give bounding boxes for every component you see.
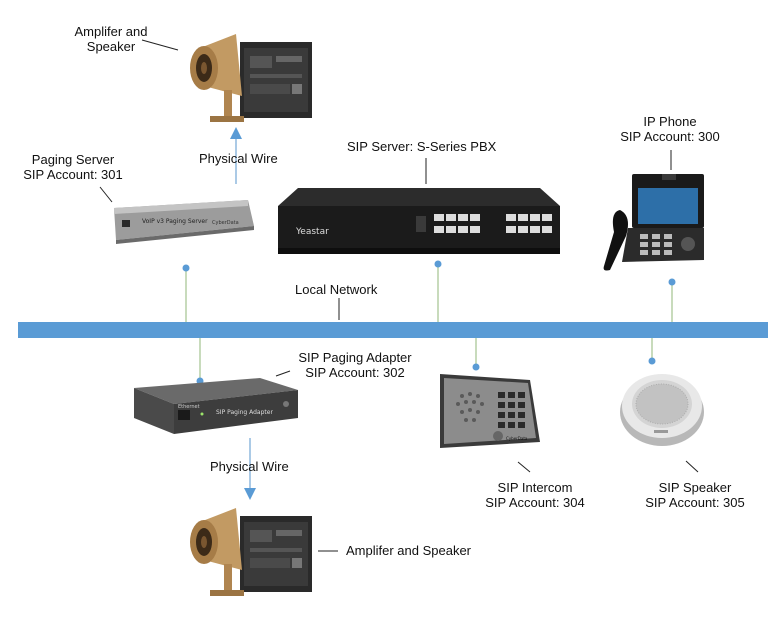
sip-speaker-icon xyxy=(620,374,704,446)
ip-phone-label: IP Phone SIP Account: 300 xyxy=(610,114,730,144)
paging-server-icon: VoIP v3 Paging Server CyberData xyxy=(114,200,254,244)
local-network-label: Local Network xyxy=(295,282,378,297)
intercom-account: SIP Account: 304 xyxy=(485,495,585,510)
speaker-node xyxy=(648,357,656,365)
sip-intercom-icon: CyberData xyxy=(440,374,540,448)
amplifier-speaker-bottom-icon xyxy=(190,508,312,596)
paging-adapter-account: SIP Account: 302 xyxy=(305,365,405,380)
intercom-brand-text: CyberData xyxy=(506,436,528,441)
paging-adapter-face-text: SIP Paging Adapter xyxy=(216,409,273,416)
paging-server-node xyxy=(182,264,190,272)
paging-server-face-text: VoIP v3 Paging Server xyxy=(142,218,208,225)
speaker-pointer xyxy=(685,460,699,473)
paging-server-pointer xyxy=(99,186,113,203)
ip-phone-account: SIP Account: 300 xyxy=(620,129,720,144)
sip-speaker-label: SIP Speaker SIP Account: 305 xyxy=(636,480,754,510)
local-network-bar xyxy=(18,322,768,338)
amplifier-speaker-top-label: Amplifer and Speaker xyxy=(70,24,152,54)
paging-adapter-icon: Ethernet SIP Paging Adapter xyxy=(134,378,298,434)
paging-adapter-label: SIP Paging Adapter SIP Account: 302 xyxy=(290,350,420,380)
paging-server-label: Paging Server SIP Account: 301 xyxy=(14,152,132,182)
speaker-name: SIP Speaker xyxy=(658,480,732,495)
phone-node xyxy=(668,278,676,286)
physical-wire-top-label: Physical Wire xyxy=(199,151,278,166)
pbx-node xyxy=(434,260,442,268)
paging-adapter-name: SIP Paging Adapter xyxy=(298,350,412,365)
ip-phone-name: IP Phone xyxy=(643,114,697,129)
ip-phone-icon xyxy=(603,174,704,271)
paging-server-name: Paging Server xyxy=(31,152,115,167)
sip-intercom-label: SIP Intercom SIP Account: 304 xyxy=(476,480,594,510)
adapter-pointer xyxy=(275,370,291,377)
intercom-pointer xyxy=(517,461,531,473)
amp-top-line-1: Amplifer and xyxy=(74,24,148,39)
paging-server-brand-text: CyberData xyxy=(212,220,239,226)
paging-adapter-port-text: Ethernet xyxy=(178,404,200,410)
pbx-server-icon: Yeastar xyxy=(278,188,560,254)
intercom-name: SIP Intercom xyxy=(497,480,573,495)
speaker-account: SIP Account: 305 xyxy=(645,495,745,510)
physical-wire-bottom-label: Physical Wire xyxy=(210,459,289,474)
amp-top-pointer xyxy=(141,39,179,51)
amplifier-speaker-top-icon xyxy=(190,34,312,122)
pbx-brand-text: Yeastar xyxy=(295,227,329,237)
amplifier-speaker-bottom-label: Amplifer and Speaker xyxy=(346,543,472,558)
paging-server-account: SIP Account: 301 xyxy=(23,167,123,182)
amp-top-line-2: Speaker xyxy=(86,39,136,54)
intercom-node xyxy=(472,363,480,371)
sip-server-label: SIP Server: S-Series PBX xyxy=(347,139,497,154)
